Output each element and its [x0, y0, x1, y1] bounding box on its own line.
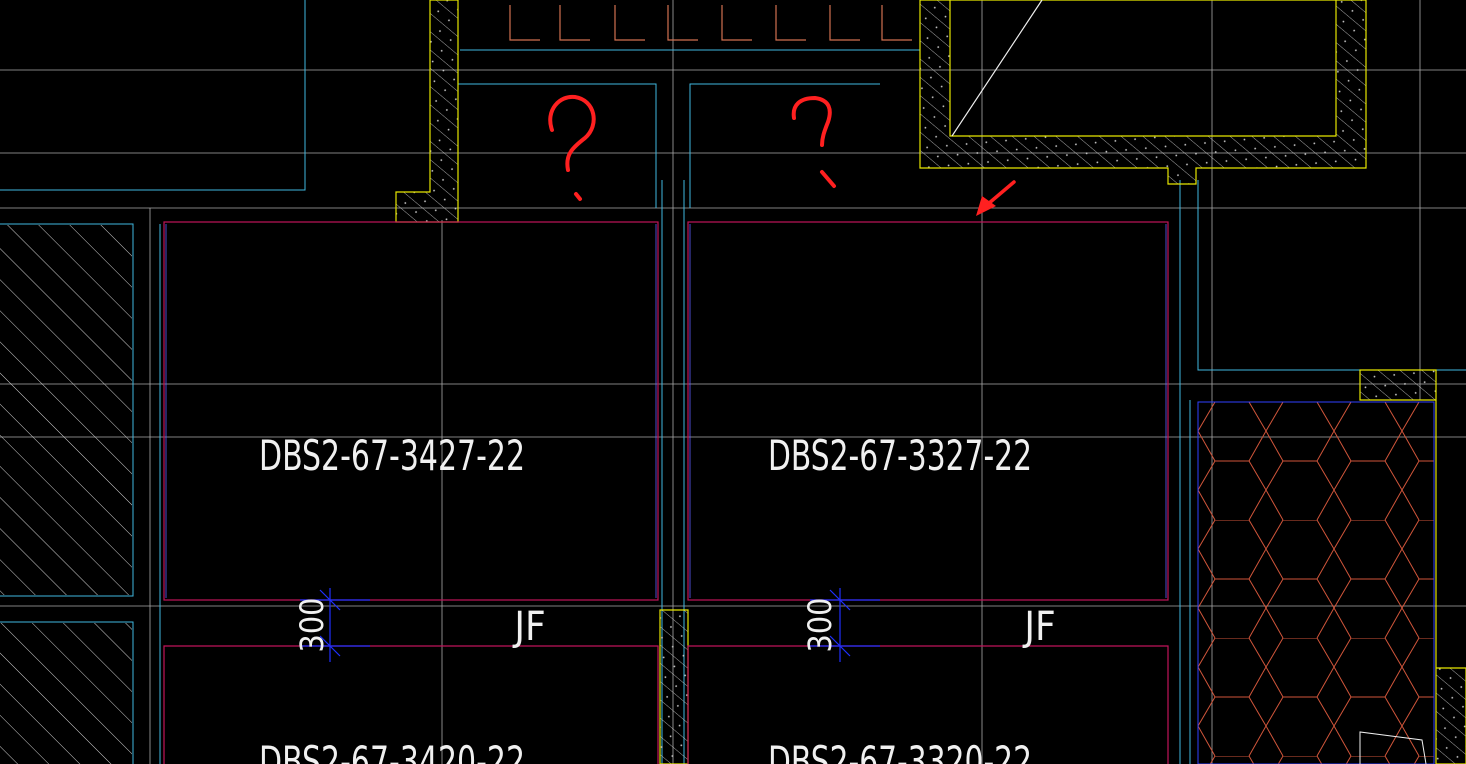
hatched-column-upper [0, 225, 132, 595]
red-arrow-icon [976, 180, 1016, 216]
slab-edges [163, 221, 1169, 764]
corner-fragment [1359, 731, 1427, 764]
slab-inner-edges [165, 224, 1167, 598]
slab-label-top-left: DBS2-67-3427-22 [259, 431, 525, 480]
slab-label-top-right: DBS2-67-3327-22 [768, 431, 1032, 480]
slab-label-bottom-right: DBS2-67-3320-22 [768, 737, 1032, 764]
hatched-column-lower [0, 623, 132, 764]
question-mark-left [548, 94, 596, 201]
dimension-label-left: 300 [293, 598, 331, 653]
stair-step-marks [509, 5, 912, 41]
hexagon-paving-area [1197, 401, 1435, 764]
dimension-label-right: 300 [801, 598, 839, 653]
joint-label-left: JF [512, 604, 545, 650]
room-diagonal-line [951, 0, 1043, 137]
joint-label-right: JF [1022, 604, 1055, 650]
question-mark-right [791, 95, 836, 188]
concrete-walls [395, 0, 1466, 764]
slab-label-bottom-left: DBS2-67-3420-22 [259, 737, 525, 764]
dimension-mark-left [300, 588, 370, 662]
dimension-mark-right [810, 588, 880, 662]
